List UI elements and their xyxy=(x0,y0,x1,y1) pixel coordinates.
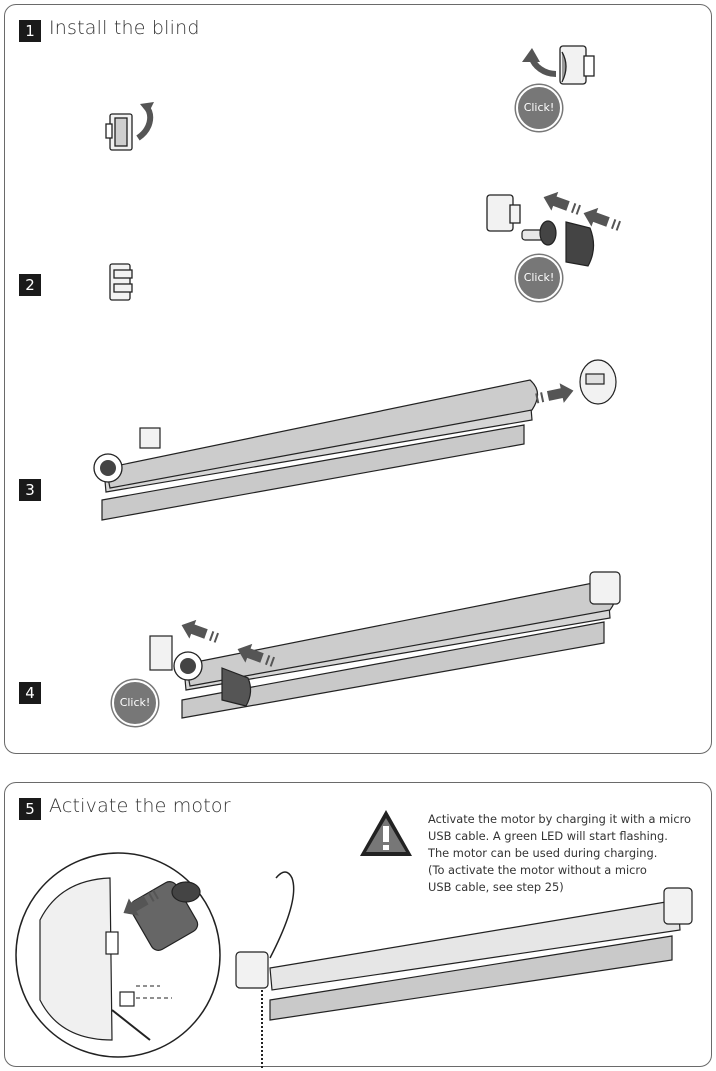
note-line: (To activate the motor without a micro xyxy=(428,863,647,877)
step-3-badge: 3 xyxy=(19,479,41,501)
activation-note: Activate the motor by charging it with a… xyxy=(428,811,698,896)
motor-end-cap-icon xyxy=(521,220,595,267)
bracket-icon xyxy=(559,45,595,85)
click-badge-2: Click! xyxy=(516,255,562,301)
motor-zoom-detail xyxy=(15,852,221,1058)
note-line: Activate the motor by charging it with a… xyxy=(428,812,691,826)
click-badge-1: Click! xyxy=(516,85,562,131)
roller-blind-step4 xyxy=(149,571,621,719)
bracket-icon xyxy=(109,263,133,301)
bracket-icon xyxy=(486,194,521,232)
note-line: The motor can be used during charging. xyxy=(428,846,658,860)
roller-blind-step5 xyxy=(235,871,693,1068)
section-1-title: Install the blind xyxy=(49,17,200,39)
click-badge-3: Click! xyxy=(112,680,158,726)
bracket-icon xyxy=(579,359,617,405)
roller-blind-step3 xyxy=(93,379,539,521)
section-5-title: Activate the motor xyxy=(49,795,231,817)
warning-icon xyxy=(360,810,412,856)
note-line: USB cable. A green LED will start flashi… xyxy=(428,829,668,843)
step-4-badge: 4 xyxy=(19,682,41,704)
usb-plug-icon xyxy=(129,881,201,951)
step-5-badge: 5 xyxy=(19,798,41,820)
step-1-badge: 1 xyxy=(19,20,41,42)
step-2-badge: 2 xyxy=(19,274,41,296)
note-line: USB cable, see step 25) xyxy=(428,880,564,894)
bracket-icon xyxy=(105,113,133,151)
